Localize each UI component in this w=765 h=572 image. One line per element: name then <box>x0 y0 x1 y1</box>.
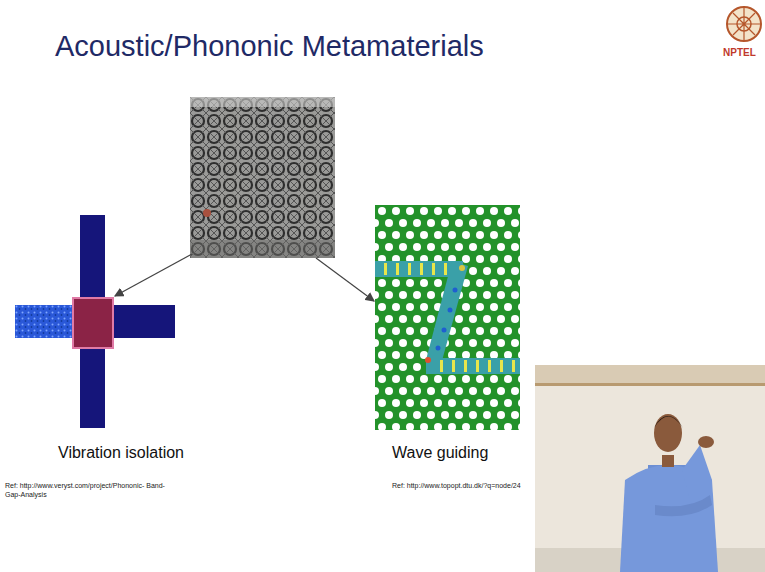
figure-caption-group: Vibration isolationRef: http://www.verys… <box>58 444 238 500</box>
pointer-arrow <box>115 254 192 296</box>
waveguide-figure <box>375 205 520 430</box>
slide-title: Acoustic/Phononic Metamaterials <box>55 30 484 63</box>
isolation-figure <box>15 215 175 428</box>
lattice-photo <box>190 97 335 258</box>
figure-caption-group: Wave guidingRef: http://www.topopt.dtu.d… <box>392 444 562 491</box>
presenter-video <box>535 365 765 572</box>
pointer-arrow <box>316 258 374 301</box>
figure-caption: Wave guiding <box>392 444 562 462</box>
nptel-logo <box>727 7 761 41</box>
figure-caption: Vibration isolation <box>58 444 238 462</box>
reference-note: Ref: http://www.topopt.dtu.dk/?q=node/24 <box>392 482 542 491</box>
reference-note: Ref: http://www.veryst.com/project/Phono… <box>5 482 165 500</box>
logo-text: NPTEL <box>722 47 757 58</box>
